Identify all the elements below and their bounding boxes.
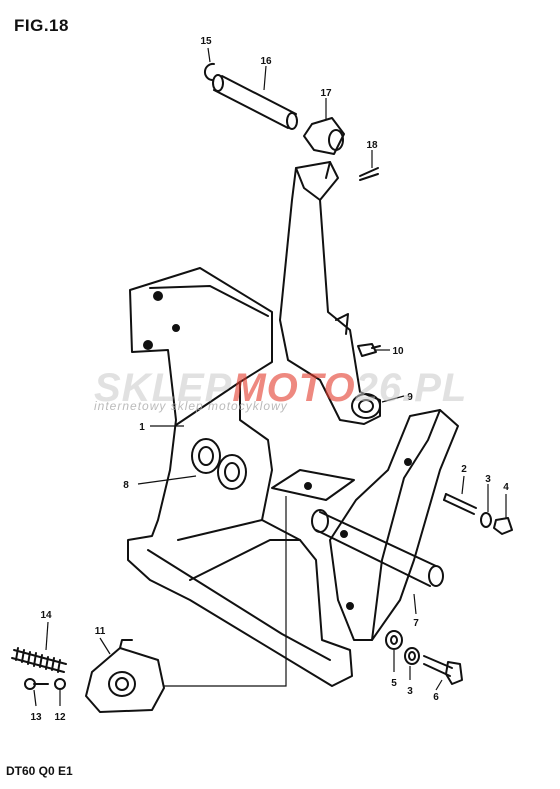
callout-5: 5 [391, 678, 397, 689]
callout-6: 6 [433, 692, 439, 703]
lock-washer-lower [404, 647, 420, 665]
watermark-logo: SKLEPMOTO26.PL [94, 366, 467, 411]
callout-4: 4 [503, 482, 509, 493]
tilt-pin [212, 74, 298, 130]
leader-lines [33, 47, 507, 707]
bushing-pair [191, 438, 247, 490]
circlip [203, 62, 215, 81]
nut [493, 517, 513, 535]
callout-8: 8 [123, 480, 129, 491]
callout-2: 2 [461, 464, 467, 475]
callout-15: 15 [200, 36, 212, 47]
grease-nipple [357, 343, 381, 357]
swivel-bracket [127, 267, 353, 687]
callout-11: 11 [95, 626, 106, 637]
callout-3-lower: 3 [407, 686, 413, 697]
small-washer [54, 678, 66, 690]
callout-9: 9 [407, 392, 413, 403]
callout-10: 10 [392, 346, 404, 357]
watermark-brand-right: 26.PL [355, 366, 468, 410]
callout-13: 13 [30, 712, 42, 723]
callout-labels: 15 16 17 18 10 9 1 8 2 3 4 7 14 11 5 3 6… [30, 36, 509, 723]
bolt [443, 493, 477, 515]
lock-washer [480, 512, 492, 528]
washer [385, 630, 403, 650]
callout-14: 14 [40, 610, 52, 621]
cotter-pin [359, 167, 379, 181]
callout-12: 12 [54, 712, 66, 723]
callout-7: 7 [413, 618, 419, 629]
model-code: DT60 Q0 E1 [6, 764, 73, 778]
stopper-plate [271, 469, 355, 501]
callout-3-upper: 3 [485, 474, 491, 485]
tilt-lever-arm [279, 161, 381, 425]
clamp-plate [85, 639, 165, 713]
screw [24, 678, 49, 690]
figure-title: FIG.18 [14, 16, 69, 35]
clamp-shaft-assembly [311, 409, 459, 641]
callout-18: 18 [366, 140, 378, 151]
watermark-brand-left: SKLEP [94, 366, 233, 410]
watermark-tagline: internetowy sklep motocyklowy [94, 399, 288, 413]
pin-bush [303, 117, 345, 155]
callout-16: 16 [260, 56, 272, 67]
watermark-brand-red: MOTO [232, 366, 356, 410]
hex-bolt [423, 655, 463, 685]
tilt-spring [11, 647, 67, 673]
callout-17: 17 [320, 88, 332, 99]
callout-1: 1 [139, 422, 145, 433]
